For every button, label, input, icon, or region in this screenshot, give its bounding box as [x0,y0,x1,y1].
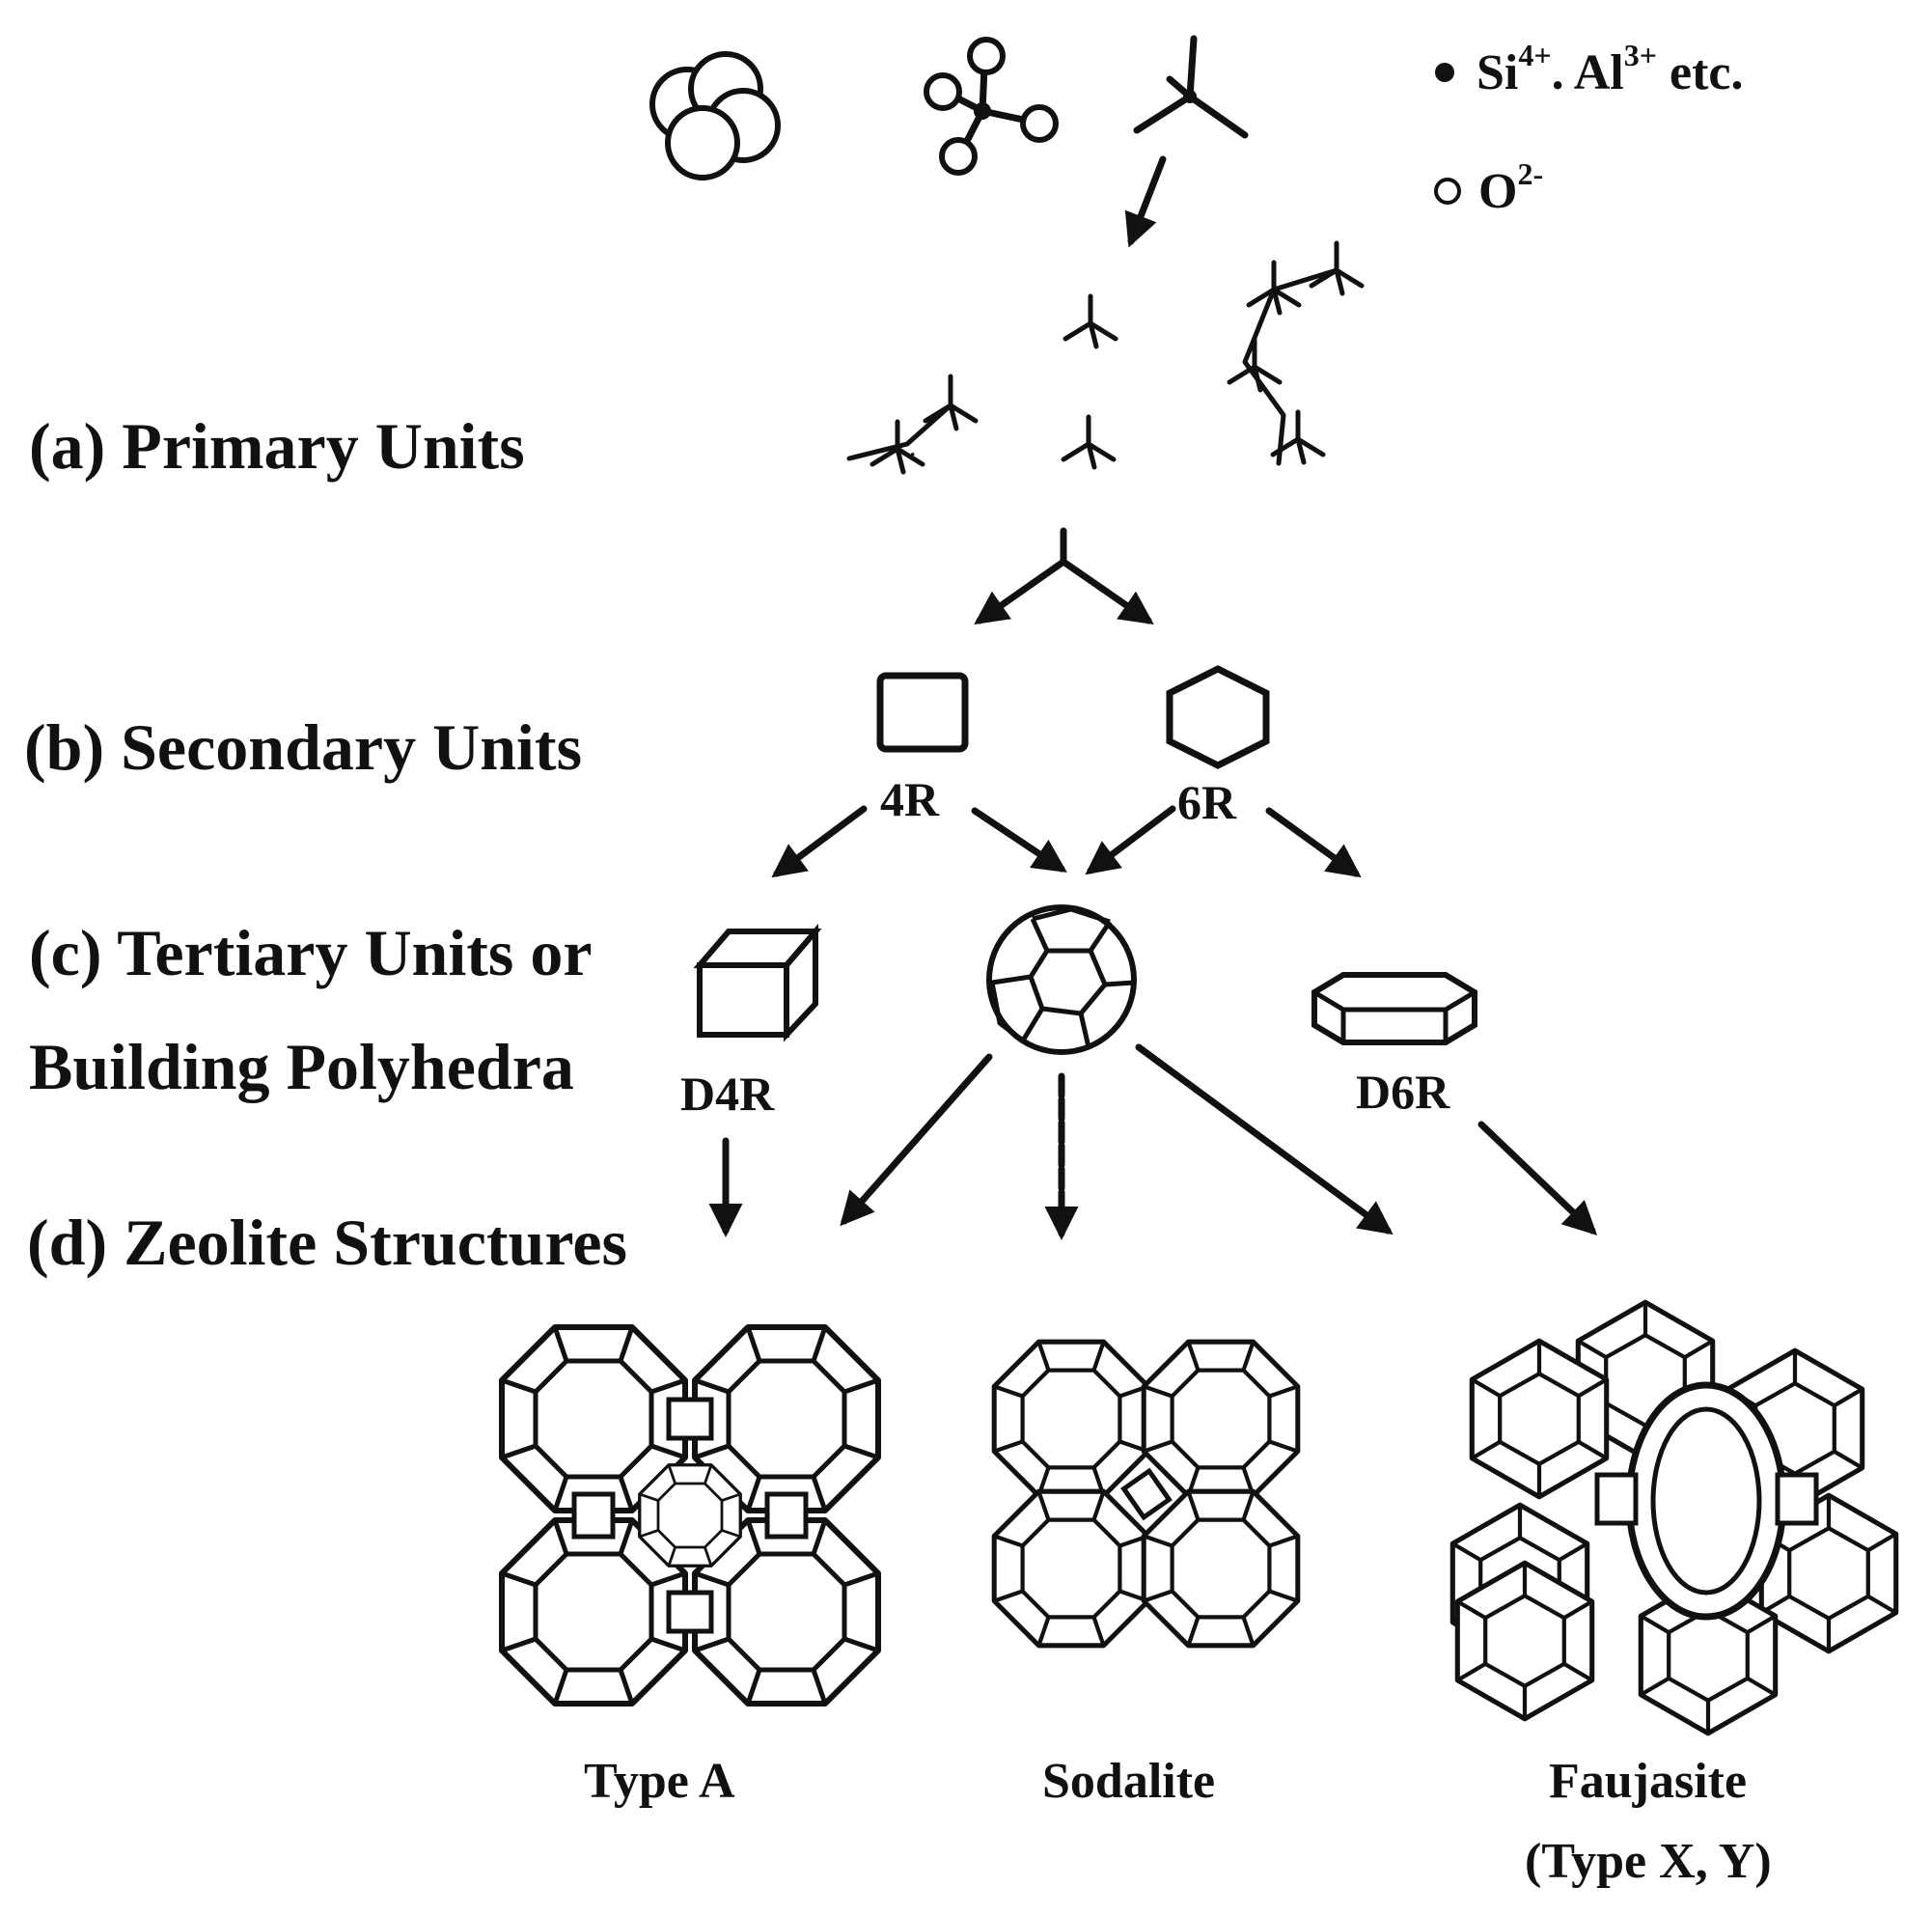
level-label-tertiary-line2: Building Polyhedra [29,1030,574,1103]
cation-legend-label: Si4+. Al3+ etc. [1477,38,1743,100]
type-a-structure-illustration [502,1327,878,1704]
arrows-tertiary-to-structures [708,1043,1598,1240]
ball-and-stick-tetrahedron-icon [924,37,1059,176]
primary-unit-chains: · [846,243,1362,472]
double-four-ring-label: D4R [680,1067,775,1121]
sodalite-label: Sodalite [1042,1754,1215,1809]
stick-tetrahedron-icon [1133,35,1249,139]
sodalite-structure-illustration [994,1342,1298,1646]
arrow-to-primary-cluster [1124,155,1167,248]
level-label-tertiary-line1: (c) Tertiary Units or [29,916,593,989]
level-label-zeolite: (d) Zeolite Structures [27,1206,627,1279]
legend: Si4+. Al3+ etc. O2- [1434,38,1743,219]
space-filling-tetrahedron-icon [649,51,781,180]
four-ring-square-icon [876,672,969,753]
cation-dot-icon [1435,63,1454,82]
double-four-ring-cube-icon [693,923,822,1042]
oxygen-circle-icon [1434,178,1461,205]
oxygen-legend-label: O2- [1478,156,1543,219]
faujasite-label-line2: (Type X, Y) [1525,1834,1772,1889]
six-ring-label: 6R [1177,775,1237,829]
faujasite-structure-illustration [1452,1302,1895,1734]
type-a-label: Type A [584,1754,735,1809]
arrows-secondary-to-tertiary [771,805,1362,878]
four-ring-label: 4R [880,772,940,826]
branch-to-secondary-units [974,527,1154,625]
double-six-ring-label: D6R [1356,1065,1450,1119]
sodalite-cage-icon [986,904,1137,1055]
double-six-ring-prism-icon [1311,972,1477,1045]
faujasite-label-line1: Faujasite [1549,1754,1747,1809]
svg-text:·: · [909,442,916,466]
level-label-primary: (a) Primary Units [29,409,525,483]
six-ring-hexagon-icon [1166,665,1270,769]
level-label-secondary: (b) Secondary Units [24,710,582,784]
